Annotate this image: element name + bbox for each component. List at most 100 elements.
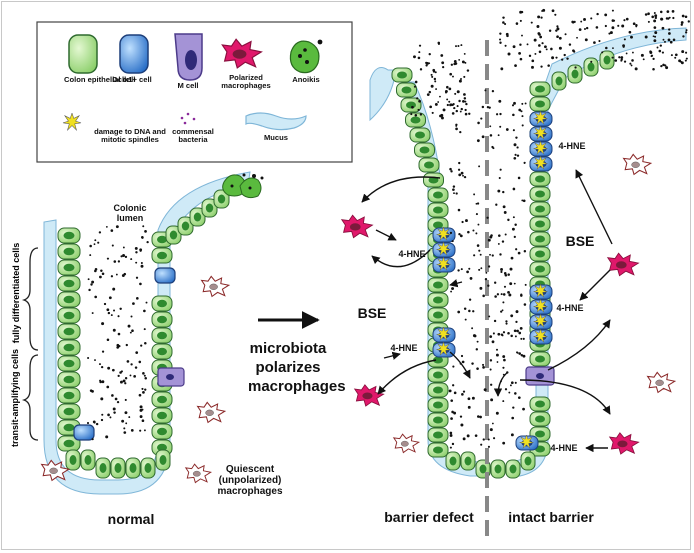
cell-nucleus: [433, 191, 443, 199]
signal-arrows: [361, 169, 613, 453]
cell-nucleus: [63, 343, 75, 352]
hne-label-2: 4-HNE: [398, 249, 426, 259]
intact-barrier-caption: intact barrier: [508, 509, 594, 525]
cell-nucleus: [63, 311, 75, 320]
colonic-lumen-label: Colonic lumen: [113, 203, 147, 223]
legend-icons: [62, 33, 323, 131]
cell-nucleus: [159, 455, 167, 465]
cell-nucleus: [129, 463, 137, 473]
cell-nucleus: [157, 395, 167, 404]
cell-nucleus: [63, 295, 75, 304]
legend-colon-cell-label: Colon epithelial cell: [64, 75, 136, 84]
cell-nucleus: [193, 212, 202, 222]
cell-nucleus: [535, 415, 545, 423]
bse-left-label: BSE: [357, 305, 387, 321]
cell-nucleus: [157, 331, 167, 340]
cell-nucleus: [449, 456, 457, 466]
legend-bacteria-label: commensal bacteria: [172, 127, 214, 145]
legend-m-cell-label: M cell: [177, 81, 199, 90]
cell-nucleus: [415, 131, 425, 139]
cell-nucleus: [69, 455, 77, 465]
cell-nucleus: [494, 464, 502, 474]
bracket-fully-differentiated: [21, 247, 39, 351]
cell-nucleus: [63, 439, 75, 448]
cell-nucleus: [397, 71, 407, 79]
cell-nucleus: [433, 431, 443, 439]
bse-right-label: BSE: [565, 233, 595, 249]
legend-dna-damage-label: damage to DNA and mitotic spindles: [94, 127, 166, 145]
hne-label-1: 4-HNE: [558, 141, 586, 151]
normal-crypt: [43, 171, 264, 495]
cell-nucleus: [63, 231, 75, 240]
quiescent-macrophages-label: Quiescent (unpolarized) macrophages: [217, 464, 283, 497]
cell-nucleus: [157, 443, 167, 452]
commensal-bacteria: [86, 8, 690, 449]
cell-nucleus: [63, 279, 75, 288]
cell-nucleus: [63, 263, 75, 272]
cell-nucleus: [535, 235, 545, 243]
cell-nucleus: [63, 375, 75, 384]
hne-label-5: 4-HNE: [550, 443, 578, 453]
cell-nucleus: [535, 220, 545, 228]
cell-nucleus: [84, 455, 92, 465]
cell-nucleus: [169, 230, 178, 240]
cell-nucleus: [114, 463, 122, 473]
cell-nucleus: [433, 206, 443, 214]
cell-nucleus: [424, 161, 434, 169]
cell-nucleus: [63, 247, 75, 256]
cell-nucleus: [217, 194, 226, 204]
transit-amplifying-label: transit-amplifying cells: [10, 348, 20, 448]
cell-nucleus: [433, 386, 443, 394]
cell-nucleus: [157, 315, 167, 324]
cell-nucleus: [535, 355, 545, 363]
cell-nucleus: [63, 327, 75, 336]
legend-anoikis-label: Anoikis: [292, 75, 320, 84]
damaged-crypt: [369, 27, 687, 479]
cell-nucleus: [406, 101, 416, 109]
cell-nucleus: [433, 296, 443, 304]
polarized-macrophages: [341, 214, 640, 455]
cell-nucleus: [509, 464, 517, 474]
cell-nucleus: [555, 76, 563, 86]
cell-nucleus: [587, 62, 595, 72]
hne-label-4: 4-HNE: [390, 343, 418, 353]
microbiota-polarizes-label: microbiota polarizes macrophages: [248, 340, 346, 395]
cell-nucleus: [63, 423, 75, 432]
cell-nucleus: [433, 401, 443, 409]
cell-nucleus: [433, 221, 443, 229]
cell-nucleus: [410, 116, 421, 124]
cell-nucleus: [535, 430, 545, 438]
normal-caption: normal: [107, 511, 155, 527]
cell-nucleus: [524, 456, 532, 466]
cell-nucleus: [99, 463, 107, 473]
barrier-defect-caption: barrier defect: [384, 509, 474, 525]
cell-nucleus: [205, 203, 214, 213]
cell-nucleus: [479, 464, 487, 474]
cell-nucleus: [433, 281, 443, 289]
cell-nucleus: [157, 427, 167, 436]
cell-nucleus: [63, 407, 75, 416]
cell-nucleus: [419, 146, 430, 154]
fully-differentiated-label: fully differentiated cells: [11, 242, 21, 344]
cell-nucleus: [535, 250, 545, 258]
cell-nucleus: [144, 463, 152, 473]
cell-nucleus: [571, 69, 579, 79]
cell-nucleus: [535, 190, 545, 198]
cell-nucleus: [433, 311, 443, 319]
cell-nucleus: [535, 85, 545, 93]
cell-nucleus: [535, 400, 545, 408]
cell-nucleus: [157, 251, 167, 260]
cell-nucleus: [464, 456, 472, 466]
cell-nucleus: [401, 86, 412, 94]
cell-nucleus: [433, 446, 443, 454]
cell-nucleus: [157, 299, 167, 308]
cell-nucleus: [535, 100, 545, 108]
cell-nucleus: [157, 235, 167, 244]
cell-nucleus: [603, 55, 611, 65]
hne-label-3: 4-HNE: [556, 303, 584, 313]
legend-dclk1-label: Dclk1+ cell: [112, 75, 152, 84]
cell-nucleus: [63, 359, 75, 368]
bracket-transit-amplifying: [21, 354, 39, 441]
cell-nucleus: [157, 411, 167, 420]
